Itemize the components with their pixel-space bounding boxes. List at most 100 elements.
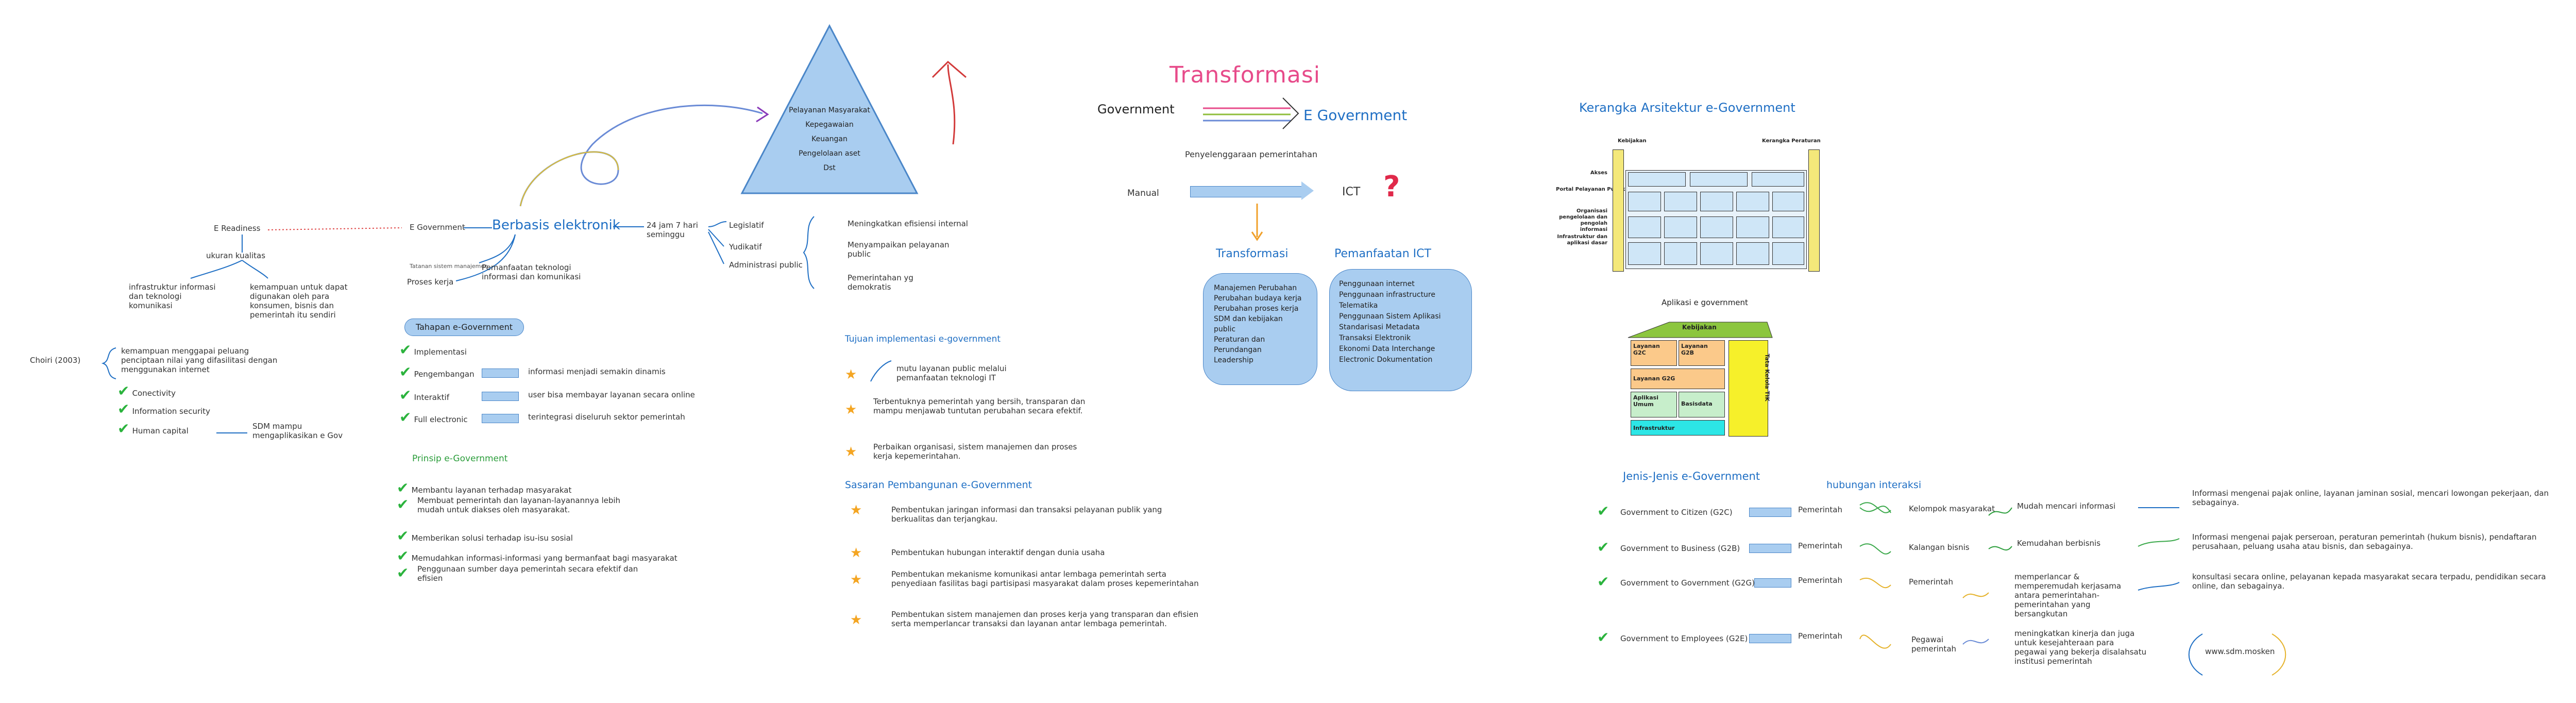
- row-label: Akses: [1590, 170, 1607, 176]
- grid-cell: [1772, 192, 1804, 211]
- jenis-actor: Pemerintah: [1798, 541, 1843, 550]
- manual-label: Manual: [1127, 188, 1159, 198]
- pemanfaatan-ict-box: Penggunaan internet Penggunaan infrastru…: [1329, 269, 1472, 391]
- list-item: Perubahan budaya kerja: [1214, 294, 1302, 303]
- arrow-shape: [482, 414, 519, 423]
- aplikasi-title: Aplikasi e government: [1662, 298, 1748, 307]
- kebijakan-label: Kebijakan: [1618, 138, 1647, 144]
- check-icon: ✔: [117, 400, 130, 417]
- jenis-mid: meningkatkan kinerja dan juga untuk kese…: [2014, 629, 2147, 666]
- hubungan-title: hubungan interaksi: [1826, 479, 1922, 491]
- jenis-desc: Informasi mengenai pajak perseroan, pera…: [2192, 532, 2537, 551]
- check-icon: ✔: [1597, 539, 1609, 556]
- jenis-name: Government to Citizen (G2C): [1620, 508, 1733, 517]
- prinsip-text: Penggunaan sumber daya pemerintah secara…: [417, 564, 638, 583]
- sasaran-item: Pembentukan jaringan informasi dan trans…: [891, 505, 1162, 524]
- peraturan-pillar: [1808, 149, 1820, 272]
- transformasi-list: Manajemen Perubahan Perubahan budaya ker…: [1204, 274, 1317, 375]
- tahapan-item: ✔ Interaktif: [399, 387, 449, 404]
- check-icon: ✔: [397, 527, 409, 544]
- tahapan-item: ✔ Pengembangan: [399, 363, 474, 380]
- administrasi-label: Administrasi public: [729, 260, 803, 270]
- pyramid-item: Keuangan: [811, 135, 848, 143]
- jenis-mid: memperlancar & memperemudah kerjasama an…: [2014, 572, 2122, 618]
- check-icon: ✔: [399, 341, 412, 358]
- list-item: SDM dan kebijakan public: [1214, 315, 1283, 333]
- jenis-row-g2b: ✔: [1597, 539, 1609, 556]
- prinsip-text: Membuat pemerintah dan layanan-layananny…: [417, 496, 621, 514]
- tahapan-item: ✔ Implementasi: [399, 341, 467, 358]
- list-item: Peraturan dan Perundangan: [1214, 336, 1265, 354]
- pyramid-item: Dst: [823, 164, 836, 172]
- e-government-title: E Government: [1303, 107, 1408, 124]
- jenis-actor: Pemerintah: [1798, 505, 1843, 514]
- jenis-name: Government to Business (G2B): [1620, 544, 1740, 553]
- arrow-shape: [1749, 544, 1791, 553]
- jenis-target: Pemerintah: [1909, 577, 1954, 587]
- grid-cell: [1664, 192, 1697, 211]
- star-icon: ★: [850, 612, 862, 628]
- grid-cell: [1628, 192, 1661, 211]
- check-icon: ✔: [1597, 573, 1609, 590]
- jenis-title: Jenis-Jenis e-Government: [1623, 470, 1760, 482]
- layanan-g2g-box: Layanan G2G: [1631, 369, 1725, 389]
- list-item: Penggunaan infrastructure: [1339, 291, 1435, 299]
- pyramid-shape: [740, 24, 919, 194]
- yudikatif-label: Yudikatif: [729, 242, 762, 252]
- jenis-row-g2e: ✔: [1597, 629, 1609, 646]
- star-icon: ★: [850, 572, 862, 588]
- tujuan-title: Tujuan implementasi e-government: [845, 334, 1001, 344]
- pemanfaatan-ict-subtitle: Pemanfaatan ICT: [1334, 247, 1431, 260]
- list-item: Leadership: [1214, 356, 1253, 364]
- sasaran-title: Sasaran Pembangunan e-Government: [845, 479, 1032, 491]
- list-item: Penggunaan internet: [1339, 280, 1415, 288]
- sasaran-item: Pembentukan sistem manajemen dan proses …: [891, 610, 1199, 628]
- left-item-3: ✔ Human capital: [117, 420, 189, 437]
- layanan-g2c-box: Layanan G2C: [1631, 340, 1677, 366]
- check-icon: ✔: [117, 420, 130, 437]
- grid-cell: [1700, 192, 1733, 211]
- ict-label: ICT: [1342, 186, 1361, 198]
- arrow-shape: [1749, 508, 1791, 517]
- pemanfaatan-teknologi-label: Pemanfaatan teknologi informasi dan komu…: [482, 263, 581, 281]
- jenis-target: Kelompok masyarakat: [1909, 504, 1995, 513]
- kerangka-row-labels: Akses Portal Pelayanan Publik Organisasi…: [1556, 170, 1625, 255]
- e-government-label: E Government: [410, 223, 465, 232]
- grid-cell: [1772, 216, 1804, 238]
- meningkatkan-label: Meningkatkan efisiensi internal: [848, 219, 968, 228]
- list-item: Telematika: [1339, 302, 1378, 310]
- tahapan-item: ✔ Full electronic: [399, 409, 468, 426]
- government-label: Government: [1097, 102, 1175, 116]
- check-icon: ✔: [399, 409, 412, 426]
- star-icon: ★: [850, 545, 862, 561]
- left-item-1: ✔ Conectivity: [117, 382, 176, 399]
- pyramid-item: Pelayanan Masyarakat: [789, 106, 870, 114]
- prinsip-item: ✔: [397, 496, 409, 513]
- arrow-shape: [1754, 578, 1791, 588]
- infrastruktur-label: infrastruktur informasi dan teknologi ko…: [129, 282, 216, 310]
- ukuran-kualitas-label: ukuran kualitas: [206, 251, 266, 260]
- arrow-shape: [1749, 634, 1791, 643]
- prinsip-item: ✔ Membantu layanan terhadap masyarakat: [397, 479, 572, 496]
- tahapan-title: Tahapan e-Government: [415, 322, 513, 332]
- star-icon: ★: [845, 367, 857, 382]
- jenis-row-g2g: ✔: [1597, 573, 1609, 590]
- check-icon: ✔: [397, 564, 409, 581]
- jenis-target: Kalangan bisnis: [1909, 543, 1970, 552]
- left-item-2: ✔ Information security: [117, 400, 211, 417]
- list-item: Perubahan proses kerja: [1214, 305, 1299, 313]
- check-icon: ✔: [397, 479, 409, 496]
- check-icon: ✔: [1597, 503, 1609, 520]
- jenis-name: Government to Employees (G2E): [1620, 634, 1748, 643]
- kerangka-title: Kerangka Arsitektur e-Government: [1579, 101, 1795, 115]
- transformasi-subtitle: Transformasi: [1216, 247, 1289, 260]
- grid-cell: [1700, 242, 1733, 265]
- jenis-row-g2c: ✔: [1597, 503, 1609, 520]
- berbasis-elektronik-title: Berbasis elektronik: [492, 217, 620, 233]
- aplikasi-kebijakan: Kebijakan: [1682, 324, 1717, 331]
- grid-cell: [1628, 216, 1661, 238]
- legislatif-label: Legislatif: [729, 221, 764, 230]
- pyramid-labels: Pelayanan Masyarakat Kepegawaian Keuanga…: [762, 103, 896, 175]
- tahapan-desc: user bisa membayar layanan secara online: [528, 390, 695, 399]
- tujuan-item: Terbentuknya pemerintah yang bersih, tra…: [873, 397, 1086, 415]
